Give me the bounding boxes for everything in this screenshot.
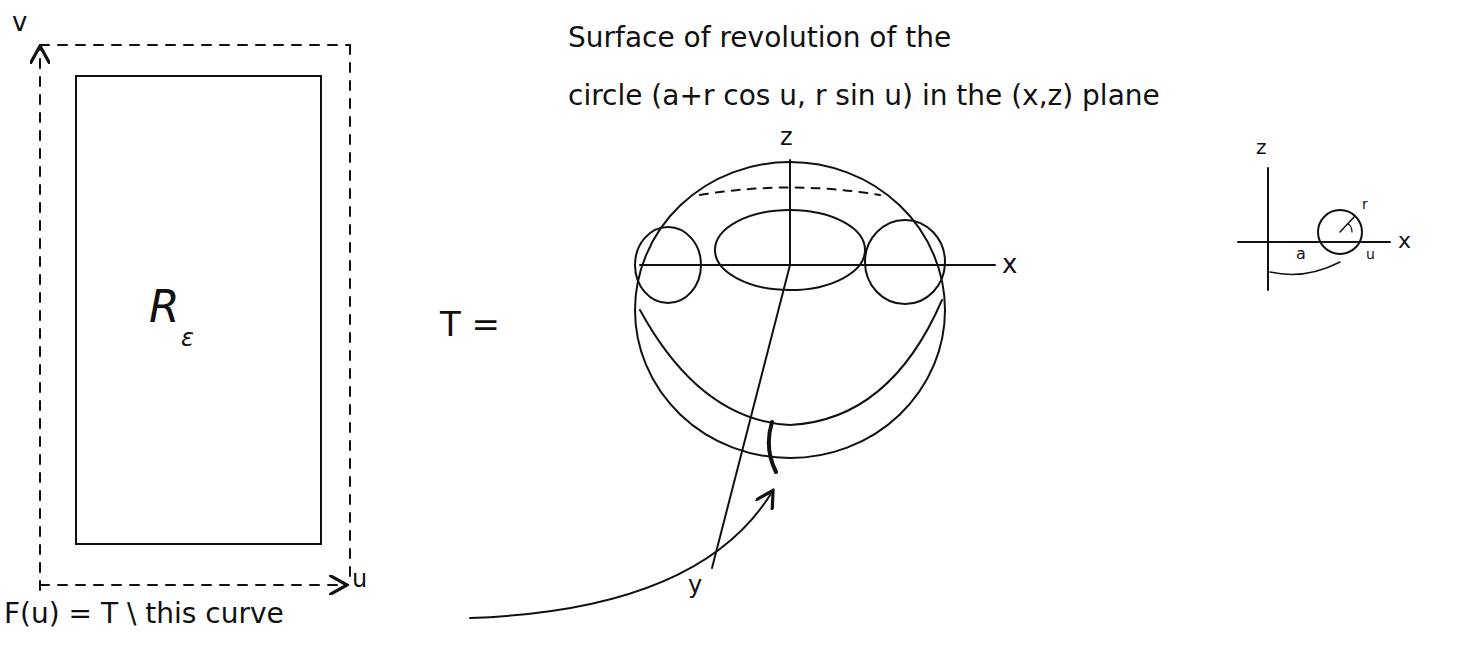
region-subscript: ε bbox=[181, 325, 194, 353]
distance-label: a bbox=[1296, 245, 1306, 263]
radius-label: r bbox=[1362, 196, 1368, 212]
axis-label: v bbox=[12, 8, 27, 38]
axis-label: u bbox=[352, 566, 367, 594]
region-name: R bbox=[149, 282, 180, 333]
domain-rectangle: Rε bbox=[75, 75, 322, 545]
note-text: circle (a+r cos u, r sin u) in the (x,z)… bbox=[568, 80, 1160, 112]
axis-label: z bbox=[1256, 136, 1267, 159]
angle-label: u bbox=[1366, 246, 1375, 262]
axis-label: x bbox=[1002, 250, 1017, 280]
note-text: Surface of revolution of the bbox=[568, 22, 951, 54]
axis-label: z bbox=[780, 124, 793, 152]
note-text: F(u) = T \ this curve bbox=[4, 598, 284, 630]
axis-label: x bbox=[1398, 228, 1411, 253]
surface-name: T = bbox=[440, 305, 500, 344]
axis-label: y bbox=[688, 572, 702, 600]
